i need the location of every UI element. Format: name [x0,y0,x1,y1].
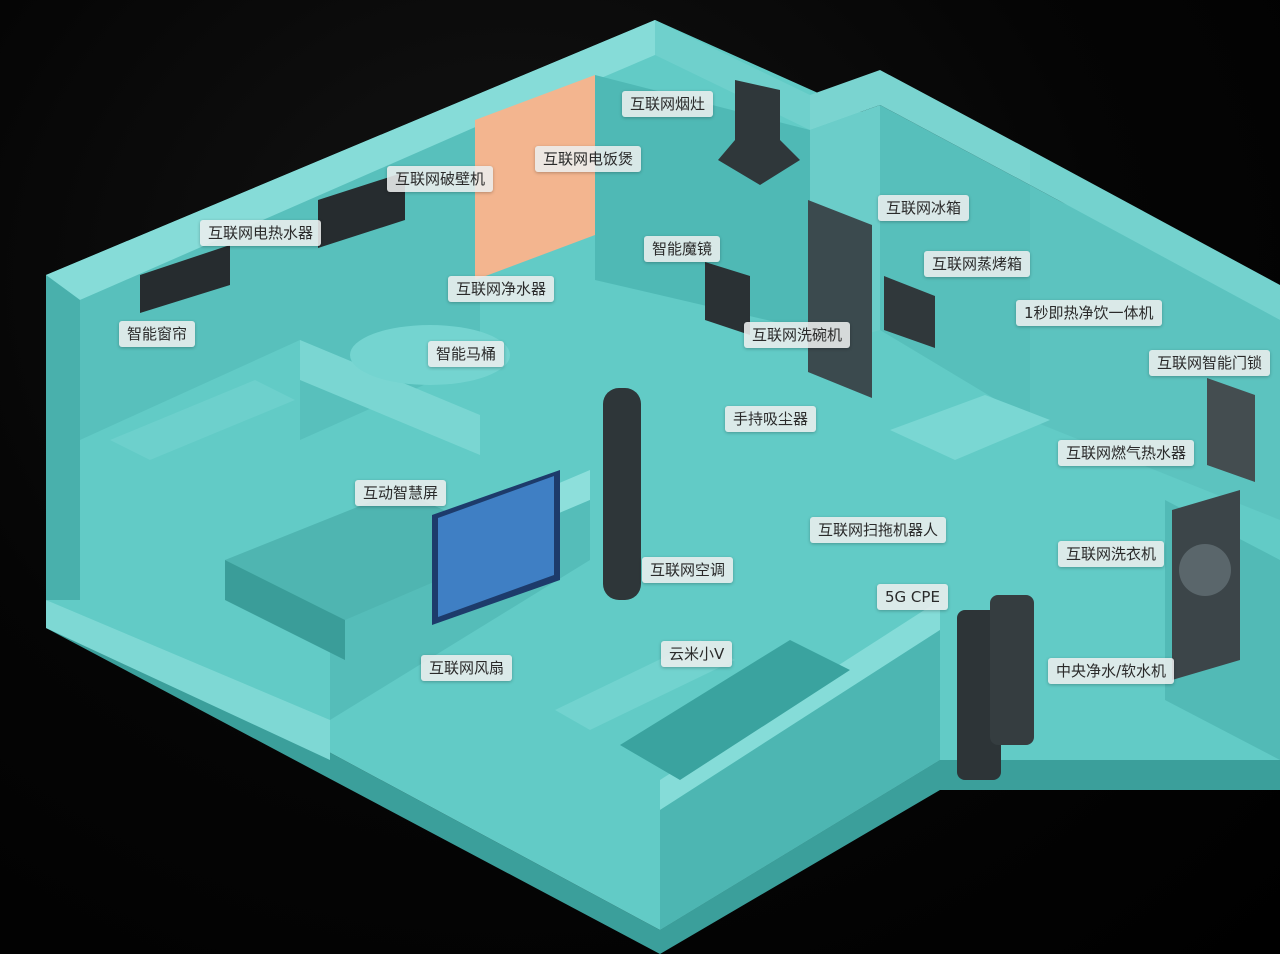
desk [110,380,295,460]
bedroom-partition-front [300,340,480,455]
bed-side [225,560,345,660]
wall-back-left [46,20,655,300]
wall-right-mid [1030,150,1280,320]
wall-front-living [660,600,940,810]
label-cpe: 5G CPE [877,584,948,610]
label-central-water: 中央净水/软水机 [1048,658,1175,684]
wall-front-living-face [660,630,940,930]
wall-front-left [46,600,330,760]
label-instant-dispenser: 1秒即热净饮一体机 [1016,300,1162,326]
label-rice-cooker: 互联网电饭煲 [535,146,642,172]
wall-left-top [46,275,80,600]
label-smart-curtain: 智能窗帘 [119,321,196,347]
label-dishwasher: 互联网洗碗机 [744,322,851,348]
label-air-conditioner: 互联网空调 [642,557,734,583]
fridge [808,200,872,398]
label-range-hood: 互联网烟灶 [622,91,714,117]
label-fridge: 互联网冰箱 [878,195,970,221]
label-smart-lock: 互联网智能门锁 [1149,350,1271,376]
label-vacuum: 手持吸尘器 [725,406,817,432]
label-robot-mop: 互联网扫拖机器人 [810,517,947,543]
dishwasher [705,262,750,335]
washer-door [1179,544,1231,596]
water-tank-2 [990,595,1034,745]
wall-ac [318,172,405,248]
floor-slab-side [46,600,1280,954]
label-smart-mirror: 智能魔镜 [644,236,721,262]
tower-ac [603,388,641,600]
dining-table [890,395,1050,460]
label-blender: 互联网破壁机 [387,166,494,192]
label-smart-toilet: 智能马桶 [428,341,505,367]
electric-water-heater [140,245,230,313]
label-washer: 互联网洗衣机 [1058,541,1165,567]
tv-screen [438,476,554,617]
steam-oven [884,276,935,348]
label-yunmi-v: 云米小V [661,641,733,667]
label-electric-water-heater: 互联网电热水器 [200,220,322,246]
label-gas-water-heater: 互联网燃气热水器 [1058,440,1195,466]
accent-wall [475,75,595,280]
label-smart-screen: 互动智慧屏 [355,480,447,506]
range-hood [718,80,800,185]
label-fan: 互联网风扇 [421,655,513,681]
label-water-purifier: 互联网净水器 [448,276,555,302]
sofa [620,640,850,780]
wall-right-step [810,70,1030,185]
label-steam-oven: 互联网蒸烤箱 [924,251,1031,277]
gas-heater [1207,378,1255,482]
